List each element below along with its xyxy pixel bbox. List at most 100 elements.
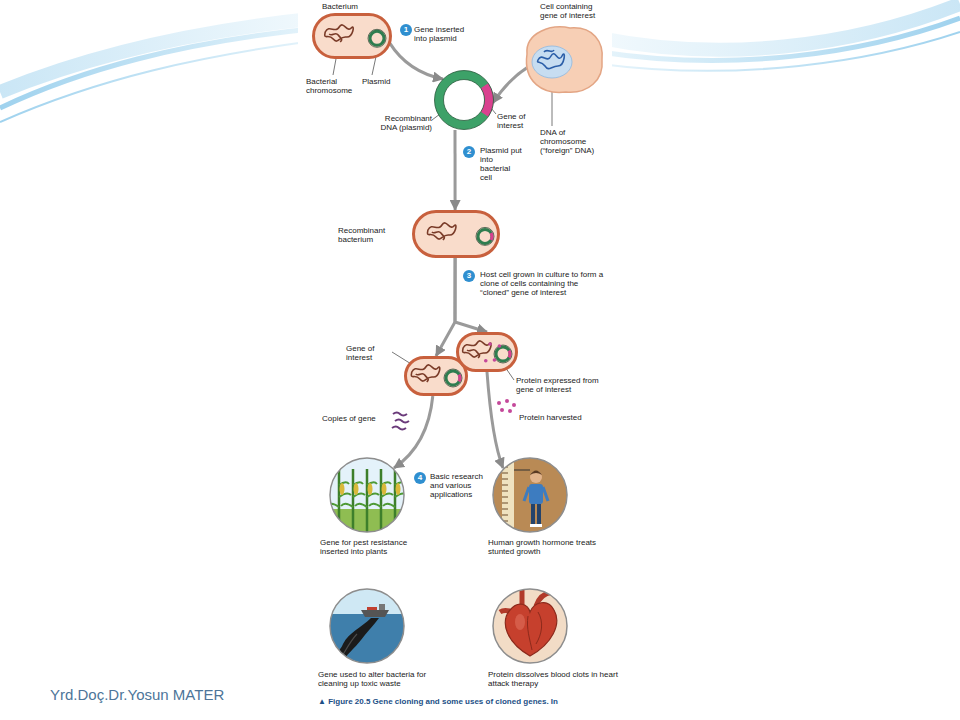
callout-label: Gene inserted into plasmid: [414, 25, 476, 43]
illustration-shape: [600, 4, 960, 50]
illustration-shape: [498, 344, 502, 348]
illustration-shape: [458, 334, 517, 371]
process-arrow: [390, 43, 443, 79]
node-label: Protein expressed from gene of interest: [516, 376, 612, 394]
illustration-shape: [327, 457, 407, 533]
illustration-shape: [502, 491, 508, 492]
illustration-shape: [496, 347, 510, 361]
node-label: Protein dissolves blood clots in heart a…: [488, 670, 620, 688]
illustration-shape: [500, 408, 504, 412]
illustration-shape: [493, 458, 567, 532]
illustration-shape: [476, 227, 494, 245]
illustration-shape: [392, 427, 406, 430]
swoosh-right: [600, 4, 960, 71]
illustration-shape: [505, 603, 556, 656]
illustration-shape: [512, 403, 516, 407]
callout-label: Plasmid: [362, 77, 398, 86]
illustration-shape: [352, 469, 355, 533]
application-circle: Protein dissolves blood clots in heart a…: [492, 588, 568, 664]
node-illustration: [329, 588, 405, 664]
illustration-shape: [514, 470, 530, 471]
illustration-shape: [395, 420, 409, 423]
node-label: Human growth hormone treats stunted grow…: [488, 538, 600, 556]
illustration-shape: [502, 503, 508, 504]
illustration-shape: [505, 399, 509, 403]
illustration-shape: [492, 588, 568, 664]
node-illustration: [456, 332, 518, 372]
process-arrow: [454, 130, 457, 210]
illustration-shape: [330, 589, 404, 663]
leader-lines: [333, 48, 552, 380]
illustration-shape: [515, 614, 525, 630]
process-arrow: [394, 396, 433, 468]
illustration-shape: [485, 86, 489, 115]
illustration-shape: [368, 29, 386, 47]
node-label: Cell containing gene of interest: [540, 2, 610, 20]
illustration-shape: [325, 25, 353, 42]
callout-label: Plasmid put into bacterial cell: [480, 146, 524, 182]
illustration-shape: [529, 484, 543, 504]
illustration-shape: [600, 32, 960, 71]
donor-cell: Cell containing gene of interest: [518, 22, 606, 96]
process-arrow: [493, 68, 527, 103]
application-circle: Gene used to alter bacteria for cleaning…: [329, 588, 405, 664]
illustration-shape: [492, 457, 568, 533]
callout-label: Bacterial chromosome: [306, 77, 358, 95]
illustration-shape: [463, 341, 491, 358]
illustration-shape: [411, 365, 439, 382]
process-arrow: [436, 258, 455, 356]
bacterium-cell: Bacterium: [312, 13, 392, 59]
illustration-shape: [380, 469, 383, 533]
node-label: Bacterium: [322, 2, 392, 11]
node-label: Gene used to alter bacteria for cleaning…: [318, 670, 444, 688]
illustration-shape: [444, 369, 462, 387]
illustration-shape: [537, 504, 541, 524]
illustration-shape: [0, 40, 320, 122]
node-illustration: [434, 70, 494, 130]
illustration-shape: [366, 469, 369, 533]
step-number: 2: [463, 146, 475, 158]
node-illustration: [492, 457, 568, 533]
node-label: Gene for pest resistance inserted into p…: [320, 538, 432, 556]
illustration-shape: [530, 471, 542, 476]
illustration-shape: [494, 345, 512, 363]
illustration-shape: [330, 458, 404, 532]
illustration-shape: [446, 371, 460, 385]
illustration-shape: [508, 409, 512, 413]
node-illustration: [492, 588, 568, 664]
illustration-shape: [502, 497, 508, 498]
illustration-shape: [492, 588, 568, 664]
step-number: 3: [463, 270, 475, 282]
illustration-shape: [338, 469, 341, 533]
illustration-shape: [324, 588, 405, 664]
illustration-shape: [396, 483, 401, 495]
illustration-shape: [502, 527, 508, 528]
callout-label: Protein harvested: [519, 413, 599, 422]
illustration-shape: [492, 457, 568, 533]
illustration-shape: [502, 509, 508, 510]
illustration-shape: [502, 515, 508, 516]
illustration-shape: [532, 46, 572, 78]
illustration-shape: [329, 588, 405, 616]
illustration-shape: [497, 401, 501, 405]
bacterium-cell: Protein expressed from gene of interest: [456, 332, 518, 372]
illustration-shape: [382, 483, 387, 495]
callout-label: Host cell grown in culture to form a clo…: [480, 270, 606, 297]
illustration-shape: [527, 612, 541, 650]
callout-label: Copies of gene: [322, 414, 388, 423]
illustration-shape: [531, 504, 535, 524]
illustration-shape: [538, 50, 565, 69]
illustration-shape: [502, 473, 508, 474]
illustration-shape: [379, 604, 385, 610]
illustration-shape: [458, 375, 462, 382]
illustration-shape: [536, 524, 542, 527]
node-illustration: [518, 22, 606, 96]
illustration-shape: [361, 610, 389, 617]
illustration-shape: [530, 471, 542, 483]
illustration-shape: [478, 229, 492, 243]
harvested-protein-dots: [497, 399, 516, 413]
illustration-shape: [394, 469, 397, 533]
illustration-shape: [502, 461, 508, 462]
bacterium-cell: Gene of interest: [404, 356, 468, 396]
node-illustration: [404, 356, 468, 396]
